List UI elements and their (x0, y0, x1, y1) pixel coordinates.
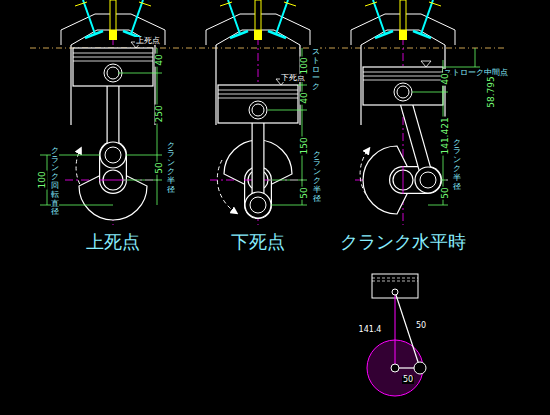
dimension-note: クランク半径 (453, 138, 461, 193)
position-label: 上死点 (135, 37, 161, 46)
dimension-value: 100 (38, 170, 48, 189)
figure-caption: 下死点 (230, 232, 286, 252)
dimension-note: ストローク (312, 47, 320, 93)
figure-caption: クランク水平時 (339, 232, 467, 252)
dimension-note: クランク半径 (167, 141, 175, 196)
dimension-value: 50 (415, 322, 427, 331)
dimension-value: 58.795 (487, 75, 497, 109)
dimension-note: クランク回転直径 (51, 146, 59, 218)
dimension-value: 250 (155, 104, 165, 123)
dimension-value: 141.421 (441, 116, 451, 155)
figure-caption: 上死点 (85, 232, 141, 252)
dimension-value: 50 (155, 161, 165, 174)
dimension-value: 50 (300, 186, 310, 199)
dimension-value: 150 (300, 136, 310, 155)
dimension-note: クランク半径 (313, 150, 321, 205)
dimension-value: 141.4 (358, 326, 383, 335)
dimension-value: 50 (402, 376, 414, 385)
dimension-value: 40 (441, 72, 451, 85)
dimension-value: 100 (300, 56, 310, 75)
position-label: ストローク中間点 (443, 69, 509, 78)
dimension-value: 50 (441, 186, 451, 199)
dimension-value: 40 (300, 91, 310, 104)
dimension-value: 40 (155, 53, 165, 66)
